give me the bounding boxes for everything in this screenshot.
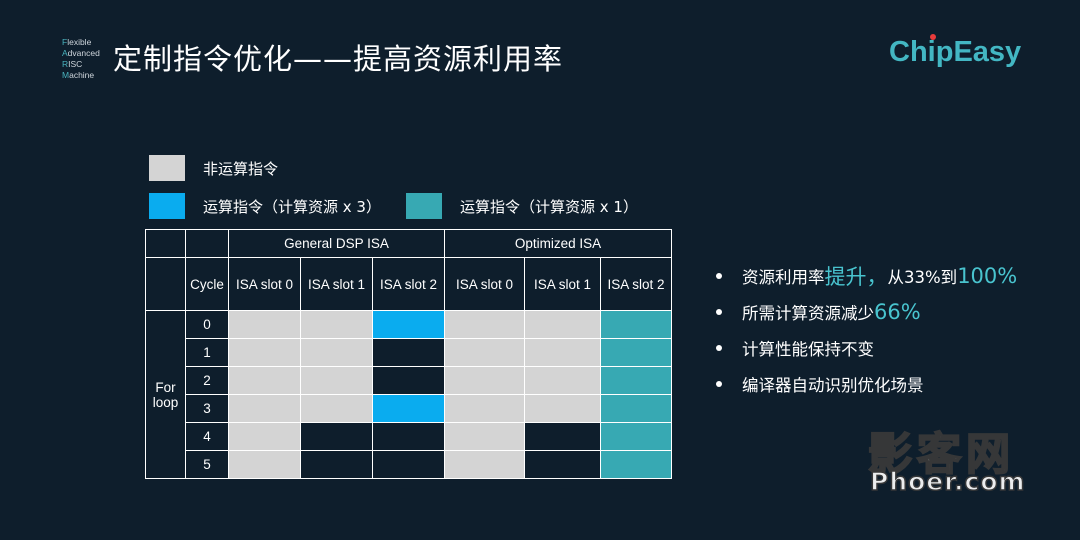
cycle-cell: 3: [185, 394, 229, 423]
optimized-slot-cell: [444, 450, 525, 479]
corner-cell: [185, 229, 229, 258]
general-slot-cell: [372, 366, 445, 395]
general-slot-cell: [372, 394, 445, 423]
bullet-item: 计算性能保持不变: [714, 330, 1017, 366]
isa-slot-table: General DSP ISA Optimized ISA Cycle ISA …: [145, 229, 672, 479]
slot-header: ISA slot 1: [300, 257, 373, 311]
optimized-slot-cell: [524, 366, 601, 395]
optimized-slot-cell: [524, 338, 601, 367]
bullet-dot: [716, 345, 722, 351]
general-slot-cell: [300, 366, 373, 395]
general-slot-cell: [228, 450, 301, 479]
optimized-slot-cell: [600, 366, 672, 395]
optimized-slot-cell: [524, 422, 601, 451]
general-slot-cell: [228, 338, 301, 367]
general-slot-cell: [372, 450, 445, 479]
fam-line: Machine: [62, 70, 95, 80]
optimized-slot-cell: [524, 310, 601, 339]
legend-item-compute-x1: 运算指令（计算资源 x 1）: [406, 193, 638, 219]
legend-swatch-teal: [406, 193, 442, 219]
bullet-dot: [716, 273, 722, 279]
fam-line: Advanced: [62, 48, 100, 58]
optimized-slot-cell: [600, 394, 672, 423]
general-slot-cell: [300, 394, 373, 423]
fam-acronym: Flexible Advanced RISC Machine: [62, 37, 100, 81]
group-header-optimized: Optimized ISA: [444, 229, 672, 258]
slot-header: ISA slot 2: [600, 257, 672, 311]
bullet-item: 编译器自动识别优化场景: [714, 366, 1017, 402]
optimized-slot-cell: [524, 450, 601, 479]
optimized-slot-cell: [444, 394, 525, 423]
group-header-general: General DSP ISA: [228, 229, 445, 258]
general-slot-cell: [228, 366, 301, 395]
general-slot-cell: [228, 422, 301, 451]
table-row: 2: [146, 366, 672, 395]
legend-label: 运算指令（计算资源 x 3）: [203, 197, 381, 216]
general-slot-cell: [228, 394, 301, 423]
legend-swatch-gray: [149, 155, 185, 181]
table-row: 1: [146, 338, 672, 367]
slot-header: ISA slot 0: [444, 257, 525, 311]
optimized-slot-cell: [600, 310, 672, 339]
chipeasy-logo: ChipEasy: [889, 34, 1022, 68]
slot-header: ISA slot 0: [228, 257, 301, 311]
table-row: 4: [146, 422, 672, 451]
cycle-cell: 1: [185, 338, 229, 367]
optimized-slot-cell: [444, 422, 525, 451]
corner-cell: [145, 229, 186, 258]
slot-header: ISA slot 1: [524, 257, 601, 311]
general-slot-cell: [372, 338, 445, 367]
general-slot-cell: [372, 422, 445, 451]
cycle-cell: 5: [185, 450, 229, 479]
slot-header: ISA slot 2: [372, 257, 445, 311]
optimized-slot-cell: [600, 422, 672, 451]
table-row: 3: [146, 394, 672, 423]
optimized-slot-cell: [444, 338, 525, 367]
legend-label: 运算指令（计算资源 x 1）: [460, 197, 638, 216]
legend-item-non-compute: 非运算指令: [149, 155, 278, 181]
general-slot-cell: [372, 310, 445, 339]
watermark-cn: 影客网: [867, 428, 1015, 481]
fam-line: Flexible: [62, 37, 92, 47]
optimized-slot-cell: [444, 366, 525, 395]
general-slot-cell: [300, 450, 373, 479]
cycle-header: Cycle: [185, 257, 229, 311]
bullet-dot: [716, 381, 722, 387]
cycle-cell: 0: [185, 310, 229, 339]
legend-item-compute-x3: 运算指令（计算资源 x 3）: [149, 193, 381, 219]
general-slot-cell: [300, 338, 373, 367]
general-slot-cell: [300, 422, 373, 451]
cycle-cell: 2: [185, 366, 229, 395]
optimized-slot-cell: [600, 450, 672, 479]
fam-line: RISC: [62, 59, 83, 69]
bullet-dot: [716, 309, 722, 315]
cycle-cell: 4: [185, 422, 229, 451]
general-slot-cell: [228, 310, 301, 339]
optimized-slot-cell: [600, 338, 672, 367]
legend-label: 非运算指令: [203, 159, 279, 178]
slide-title: 定制指令优化——提高资源利用率: [113, 42, 564, 76]
optimized-slot-cell: [524, 394, 601, 423]
corner-cell: [145, 257, 186, 311]
watermark-en: Phoer.com: [869, 466, 1026, 497]
legend-swatch-blue: [149, 193, 185, 219]
optimized-slot-cell: [444, 310, 525, 339]
general-slot-cell: [300, 310, 373, 339]
table-row: 5: [146, 450, 672, 479]
